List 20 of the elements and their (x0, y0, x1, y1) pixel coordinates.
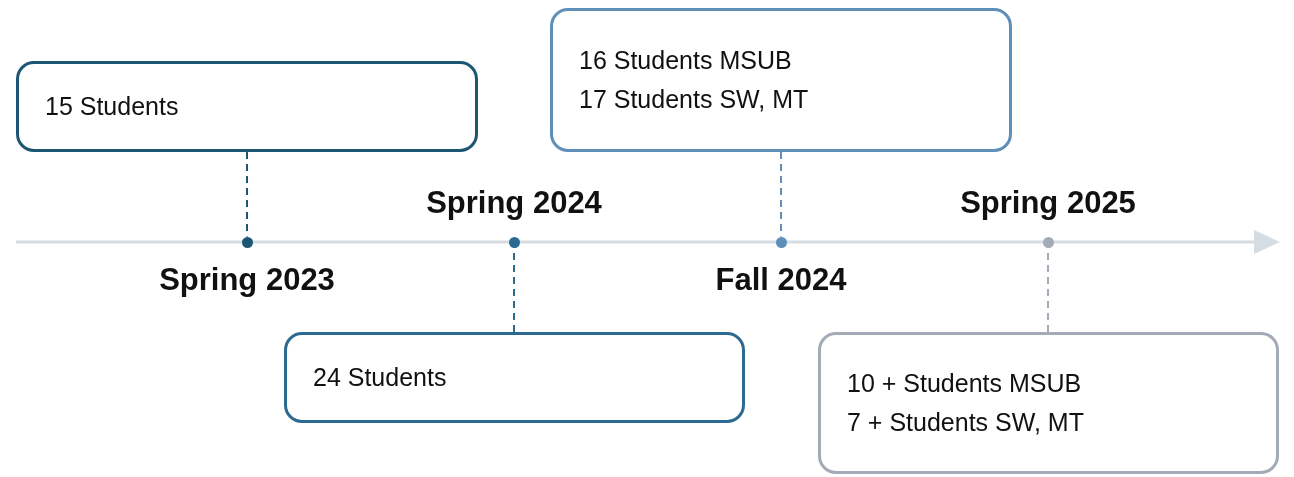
event-text: 16 Students MSUB (579, 46, 792, 74)
event-box (284, 332, 745, 423)
timeline-dot (508, 236, 520, 248)
timeline-dot (775, 236, 787, 248)
date-label: Spring 2025 (960, 187, 1136, 218)
event-box (16, 61, 478, 152)
event-box (550, 8, 1012, 152)
event-text: 10 + Students MSUB (847, 369, 1082, 397)
dashed-connector (780, 151, 782, 238)
event-text: 15 Students (45, 92, 179, 121)
date-label: Spring 2024 (426, 187, 602, 218)
event-box (818, 332, 1279, 474)
timeline-dot (241, 236, 253, 248)
event-text: 24 Students (313, 363, 447, 392)
timeline-dot (1042, 236, 1054, 248)
dashed-connector (246, 151, 248, 238)
event-text: 7 + Students SW, MT (847, 409, 1084, 437)
event-text: 17 Students SW, MT (579, 86, 809, 114)
date-label: Fall 2024 (715, 264, 847, 295)
date-label: Spring 2023 (159, 264, 335, 295)
